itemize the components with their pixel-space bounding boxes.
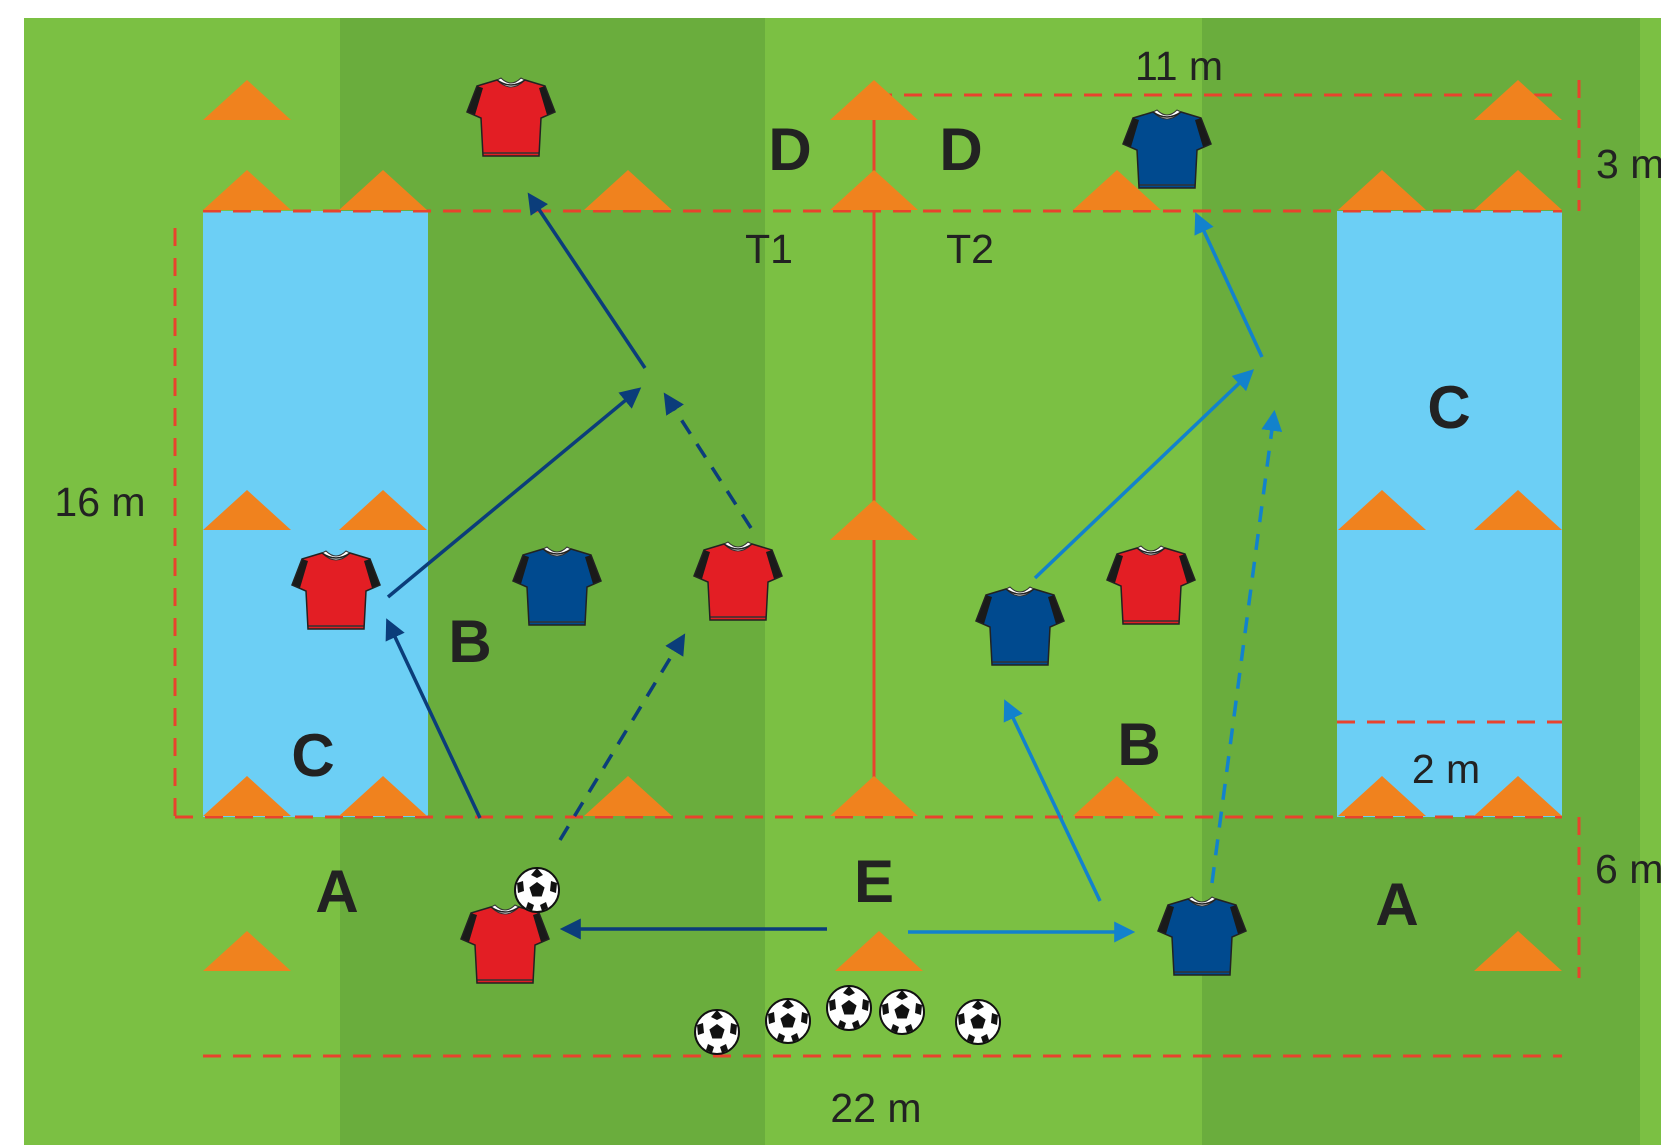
zone-label-b-right: B bbox=[1117, 711, 1160, 778]
zone-label-a-right: A bbox=[1375, 871, 1418, 938]
zone-label-c-left: C bbox=[291, 722, 334, 789]
team-label-t1: T1 bbox=[745, 226, 793, 272]
dimension-length: 22 m bbox=[830, 1085, 921, 1131]
pass-arrow bbox=[386, 387, 642, 599]
run-arrow bbox=[558, 633, 686, 841]
pass-arrow bbox=[1003, 699, 1102, 902]
ball bbox=[694, 1009, 740, 1055]
dimension-width: 16 m bbox=[54, 479, 145, 525]
ball bbox=[826, 985, 872, 1031]
pass-arrow bbox=[1033, 369, 1255, 580]
zone-label-d-left: D bbox=[768, 116, 811, 183]
ball bbox=[879, 989, 925, 1035]
pass-arrow bbox=[385, 618, 482, 819]
zone-label-b-left: B bbox=[448, 608, 491, 675]
pass-arrow bbox=[1194, 212, 1264, 358]
boundary-lines bbox=[173, 80, 1581, 1058]
zone-label-a-left: A bbox=[315, 858, 358, 925]
zone-label-e: E bbox=[854, 848, 894, 915]
pitch-stripe bbox=[1640, 18, 1661, 1145]
zone-label-d-right: D bbox=[939, 116, 982, 183]
ball bbox=[955, 999, 1001, 1045]
dimension-channel-marker: 2 m bbox=[1412, 746, 1480, 792]
zone-label-c-right: C bbox=[1427, 374, 1470, 441]
arrows-blue-team bbox=[908, 212, 1283, 943]
run-arrow bbox=[1210, 409, 1283, 884]
dimension-service-depth: 6 m bbox=[1595, 846, 1661, 892]
ball bbox=[765, 998, 811, 1044]
pass-arrow bbox=[527, 192, 647, 369]
arrows-red-team bbox=[385, 192, 827, 940]
dimension-goal-width: 11 m bbox=[1135, 43, 1223, 89]
team-label-t2: T2 bbox=[946, 226, 994, 272]
ball bbox=[514, 867, 560, 913]
dimension-goal-depth: 3 m bbox=[1596, 141, 1661, 187]
